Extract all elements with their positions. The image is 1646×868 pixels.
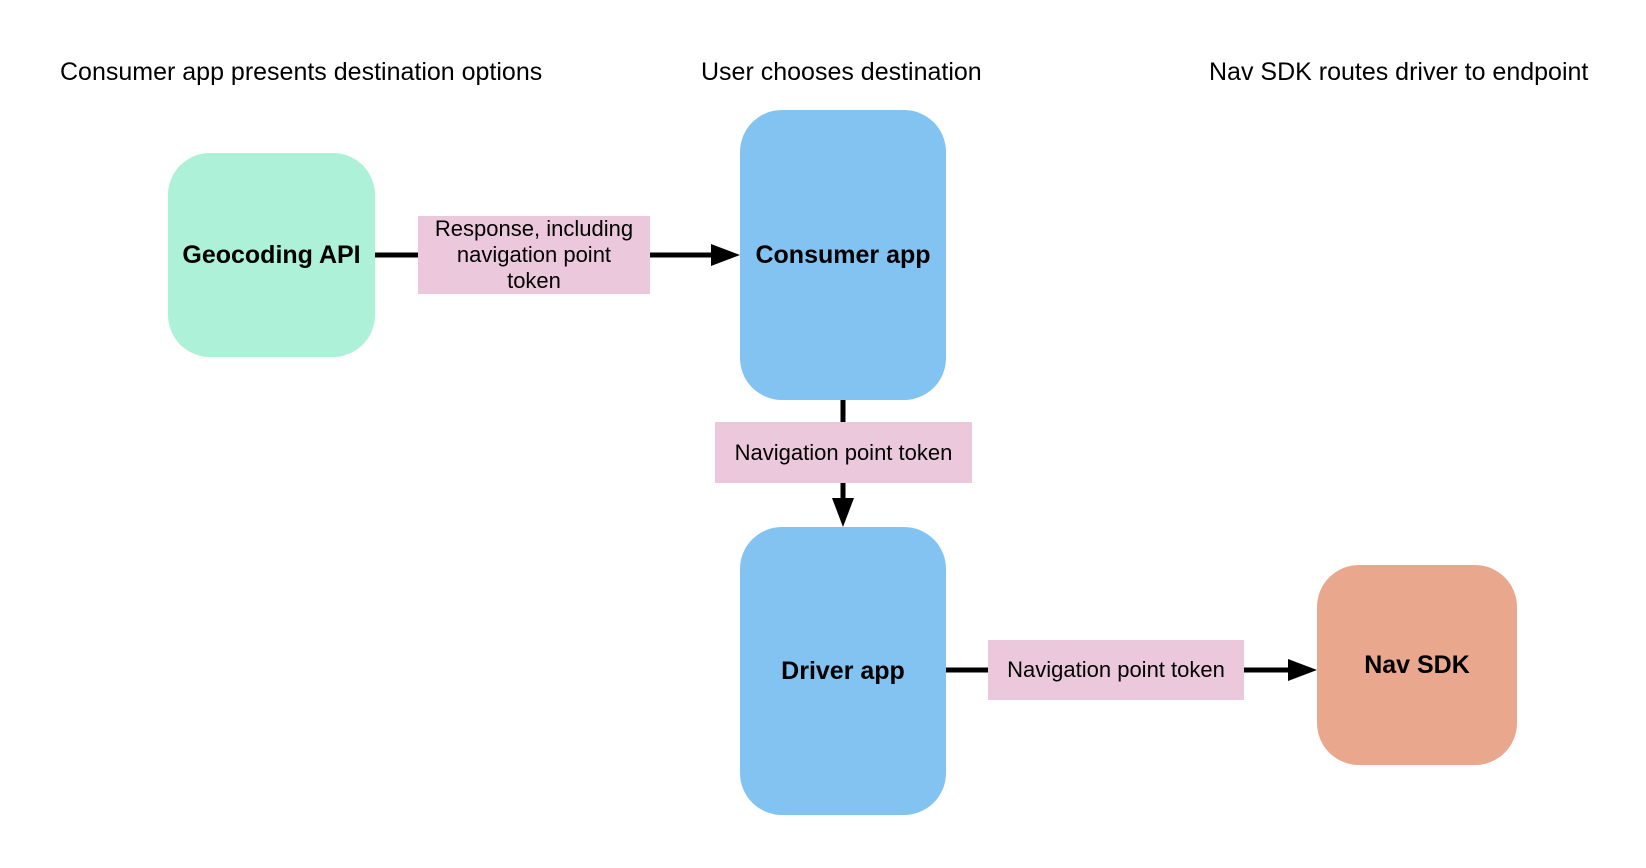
column-header-consumer-presents-options: Consumer app presents destination option… [60,58,543,86]
node-label-nav-sdk: Nav SDK [1364,650,1470,679]
column-header-nav-sdk-routes-driver: Nav SDK routes driver to endpoint [1209,58,1589,86]
arrow-head [711,244,740,266]
node-driver-app: Driver app [740,527,946,815]
node-label-driver-app: Driver app [781,656,905,685]
node-label-consumer-app: Consumer app [755,240,931,269]
edge-label-response-including-navigation-point-token: Response, including navigation point tok… [418,216,650,294]
column-header-user-chooses-destination: User chooses destination [701,58,982,86]
edge-label-navigation-point-token-driver-to-nav-sdk: Navigation point token [988,640,1244,700]
arrow-head [1288,659,1317,681]
node-nav-sdk: Nav SDK [1317,565,1517,765]
arrow-head [832,498,854,527]
node-consumer-app: Consumer app [740,110,946,400]
edge-label-navigation-point-token-consumer-to-driver: Navigation point token [715,422,972,483]
node-geocoding-api: Geocoding API [168,153,375,357]
node-label-geocoding-api: Geocoding API [182,240,361,269]
